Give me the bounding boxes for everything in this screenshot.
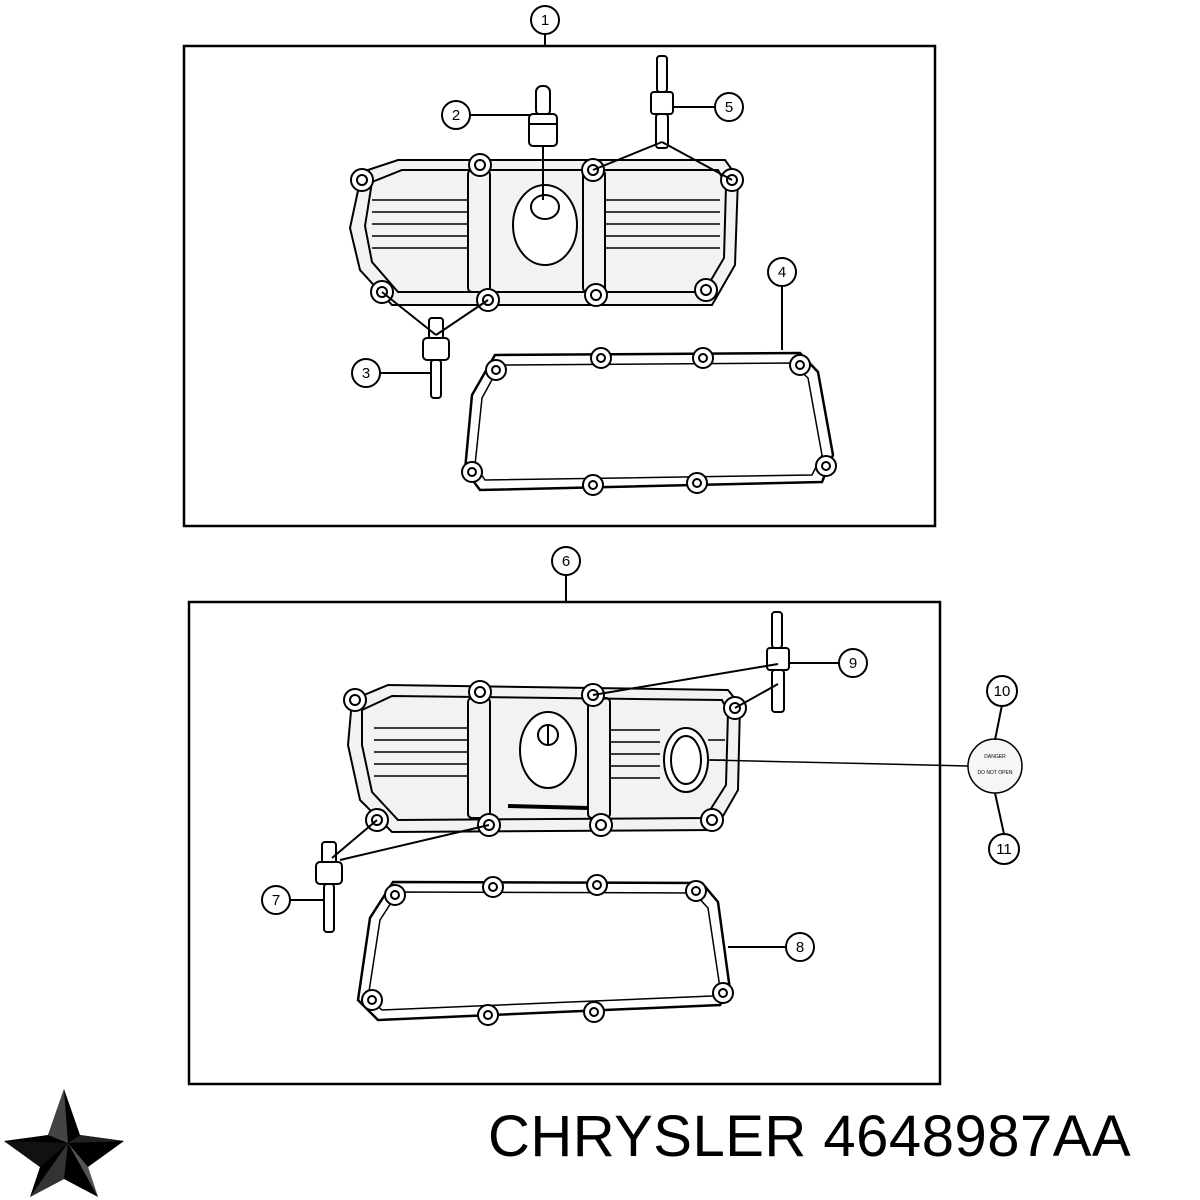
callout-6: 6 [551,546,581,602]
stud-bolt-part-5 [592,55,733,181]
callout-5: 5 [673,92,744,122]
callout-label-11: 11 [996,841,1012,858]
oil-filler-cap-part: DANGER DO NOT OPEN [709,738,1023,794]
pcv-valve-part [528,85,558,200]
valve-cover-lower [343,680,747,837]
assembly-frame-lower [187,600,942,1086]
callout-label-2: 2 [452,107,460,124]
callout-7: 7 [261,885,324,915]
callout-label-7: 7 [272,892,280,909]
callout-label-8: 8 [796,939,804,956]
assembly-frame-upper [182,44,937,528]
part-number-caption: CHRYSLER 4648987AA [488,1104,1132,1169]
stud-bolt-part-7 [315,819,490,933]
valve-cover-gasket-lower [356,874,734,1026]
callout-10: 10 [986,675,1018,741]
valve-cover-gasket-upper [461,347,837,496]
callout-9: 9 [789,648,868,678]
chrysler-pentastar-star-icon [4,1089,124,1197]
callout-label-1: 1 [541,12,549,29]
callout-label-9: 9 [849,655,857,672]
stud-bolt-part-9 [592,611,790,713]
stud-bolt-part-3 [381,291,489,399]
cap-text-line-1: DANGER [984,754,1006,760]
callout-label-4: 4 [778,264,786,281]
callout-label-3: 3 [362,365,370,382]
callout-label-6: 6 [562,553,570,570]
callout-label-10: 10 [994,683,1011,700]
callout-3: 3 [351,358,431,388]
callout-2: 2 [441,100,530,130]
cap-text-line-2: DO NOT OPEN [978,770,1013,776]
callout-8: 8 [728,932,815,962]
callout-4: 4 [767,257,797,350]
valve-cover-upper [348,153,744,312]
callout-11: 11 [988,792,1020,865]
callout-label-5: 5 [725,99,733,116]
callout-1: 1 [530,5,560,46]
